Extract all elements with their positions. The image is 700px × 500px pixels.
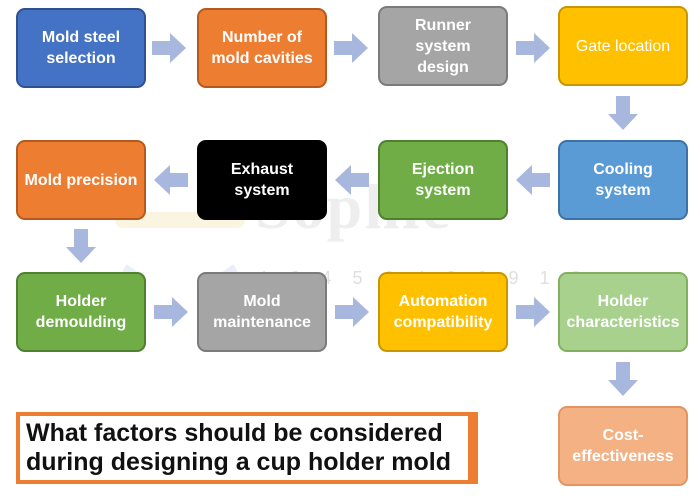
arrow-right-icon: [516, 33, 550, 63]
arrow-right-icon: [335, 297, 369, 327]
title-panel: What factors should be considered during…: [20, 416, 468, 480]
step-gate-location: Gate location: [558, 6, 688, 86]
step-holder-characteristics: Holder characteristics: [558, 272, 688, 352]
step-label: Number of mold cavities: [211, 29, 313, 67]
step-ejection-system: Ejection system: [378, 140, 508, 220]
step-label: Automation compatibility: [393, 293, 493, 331]
arrow-right-icon: [516, 297, 550, 327]
step-cooling-system: Cooling system: [558, 140, 688, 220]
step-label: Mold precision: [24, 171, 138, 189]
step-label: Cost- effectiveness: [572, 427, 674, 465]
arrow-right-icon: [334, 33, 368, 63]
arrow-left-icon: [516, 165, 550, 195]
arrow-left-icon: [154, 165, 188, 195]
step-holder-demoulding: Holder demoulding: [16, 272, 146, 352]
step-label: Exhaust system: [230, 161, 294, 199]
step-label: Holder characteristics: [566, 293, 680, 331]
step-label: Runner system design: [415, 16, 471, 76]
step-label: Gate location: [575, 37, 671, 55]
arrow-left-icon: [335, 165, 369, 195]
step-label: Holder demoulding: [35, 293, 127, 331]
arrow-down-icon: [608, 362, 638, 396]
step-mold-steel-selection: Mold steel selection: [16, 8, 146, 88]
step-mold-precision: Mold precision: [16, 140, 146, 220]
step-label: Mold steel selection: [41, 29, 121, 67]
step-cost-effectiveness: Cost- effectiveness: [558, 406, 688, 486]
arrow-right-icon: [154, 297, 188, 327]
step-runner-system-design: Runner system design: [378, 6, 508, 86]
watermark-digit: 9: [508, 268, 519, 288]
watermark-digit: 1: [539, 268, 550, 288]
step-label: Ejection system: [411, 161, 475, 199]
arrow-right-icon: [152, 33, 186, 63]
step-number-of-mold-cavities: Number of mold cavities: [197, 8, 327, 88]
step-automation-compatibility: Automation compatibility: [378, 272, 508, 352]
arrow-down-icon: [608, 96, 638, 130]
watermark-digit: 5: [352, 268, 363, 288]
diagram-title: What factors should be considered during…: [26, 419, 451, 476]
step-label: Mold maintenance: [213, 293, 311, 331]
arrow-down-icon: [66, 229, 96, 263]
step-exhaust-system: Exhaust system: [197, 140, 327, 220]
step-label: Cooling system: [593, 161, 653, 199]
step-mold-maintenance: Mold maintenance: [197, 272, 327, 352]
title-banner: What factors should be considered during…: [16, 412, 478, 484]
